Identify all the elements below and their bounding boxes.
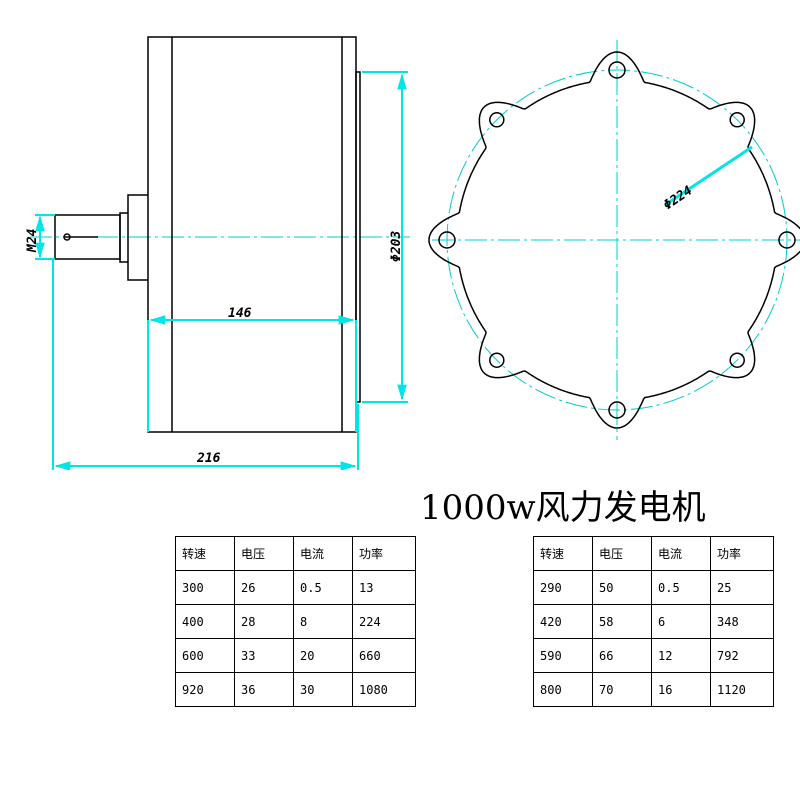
table-cell: 28	[234, 604, 294, 639]
bolt-hole	[608, 401, 626, 419]
table-cell: 400	[175, 604, 235, 639]
table-cell: 0.5	[651, 570, 711, 605]
table-cell: 13	[352, 570, 416, 605]
table-cell: 290	[533, 570, 593, 605]
body-length-dimension	[147, 315, 357, 432]
bolt-hole	[489, 112, 505, 128]
bolt-hole	[608, 61, 626, 79]
table-cell: 70	[592, 672, 652, 707]
total-length-label: 216	[196, 451, 221, 466]
table-cell: 20	[293, 638, 353, 673]
table-cell: 26	[234, 570, 294, 605]
total-length-dimension	[52, 259, 359, 470]
shaft	[54, 214, 121, 260]
table-cell: 50	[592, 570, 652, 605]
bolt-hole	[489, 352, 505, 368]
side-view: M24 Φ203 146 216	[25, 36, 410, 470]
header-cell: 转速	[533, 536, 593, 571]
table-cell: 1120	[710, 672, 774, 707]
table-row: 300 26 0.5 13	[175, 570, 416, 605]
front-view: Φ224	[428, 40, 800, 440]
flange-outline	[428, 51, 800, 429]
table-cell: 1080	[352, 672, 416, 707]
header-cell: 功率	[710, 536, 774, 571]
header-cell: 电压	[234, 536, 294, 571]
table-header-row: 转速 电压 电流 功率	[533, 536, 774, 571]
table-row: 420 58 6 348	[533, 604, 774, 639]
table-cell: 25	[710, 570, 774, 605]
spec-table-left: 转速 电压 电流 功率 300 26 0.5 13 400 28 8 224 6…	[175, 536, 416, 707]
table-cell: 792	[710, 638, 774, 673]
table-row: 800 70 16 1120	[533, 672, 774, 707]
table-row: 600 33 20 660	[175, 638, 416, 673]
bolt-hole	[778, 231, 796, 249]
shaft-dimension-label: M24	[25, 228, 40, 253]
flange-diameter-leader	[664, 145, 753, 207]
table-cell: 36	[234, 672, 294, 707]
bolt-circle	[446, 69, 788, 411]
body-length-label: 146	[228, 306, 252, 321]
table-row: 920 36 30 1080	[175, 672, 416, 707]
table-cell: 33	[234, 638, 294, 673]
product-title: 1000w风力发电机	[420, 488, 706, 528]
technical-drawing: M24 Φ203 146 216	[25, 36, 800, 470]
spec-table-right: 转速 电压 电流 功率 290 50 0.5 25 420 58 6 348 5…	[533, 536, 774, 707]
header-cell: 转速	[175, 536, 235, 571]
table-cell: 58	[592, 604, 652, 639]
header-cell: 功率	[352, 536, 416, 571]
header-cell: 电流	[293, 536, 353, 571]
table-row: 290 50 0.5 25	[533, 570, 774, 605]
table-row: 400 28 8 224	[175, 604, 416, 639]
table-cell: 6	[651, 604, 711, 639]
motor-body	[147, 36, 361, 433]
body-diameter-label: Φ203	[389, 231, 404, 262]
table-row: 590 66 12 792	[533, 638, 774, 673]
header-cell: 电压	[592, 536, 652, 571]
bolt-holes	[438, 61, 796, 419]
table-cell: 920	[175, 672, 235, 707]
table-cell: 348	[710, 604, 774, 639]
table-cell: 66	[592, 638, 652, 673]
table-cell: 800	[533, 672, 593, 707]
table-cell: 0.5	[293, 570, 353, 605]
bolt-hole	[729, 112, 745, 128]
body-diameter-dimension	[362, 71, 408, 403]
table-cell: 30	[293, 672, 353, 707]
shaft-dimension	[35, 214, 55, 260]
table-cell: 600	[175, 638, 235, 673]
table-cell: 420	[533, 604, 593, 639]
table-cell: 224	[352, 604, 416, 639]
table-cell: 590	[533, 638, 593, 673]
table-cell: 12	[651, 638, 711, 673]
table-cell: 660	[352, 638, 416, 673]
table-cell: 16	[651, 672, 711, 707]
table-cell: 8	[293, 604, 353, 639]
header-cell: 电流	[651, 536, 711, 571]
table-cell: 300	[175, 570, 235, 605]
table-header-row: 转速 电压 电流 功率	[175, 536, 416, 571]
bolt-hole	[438, 231, 456, 249]
bolt-hole	[729, 352, 745, 368]
